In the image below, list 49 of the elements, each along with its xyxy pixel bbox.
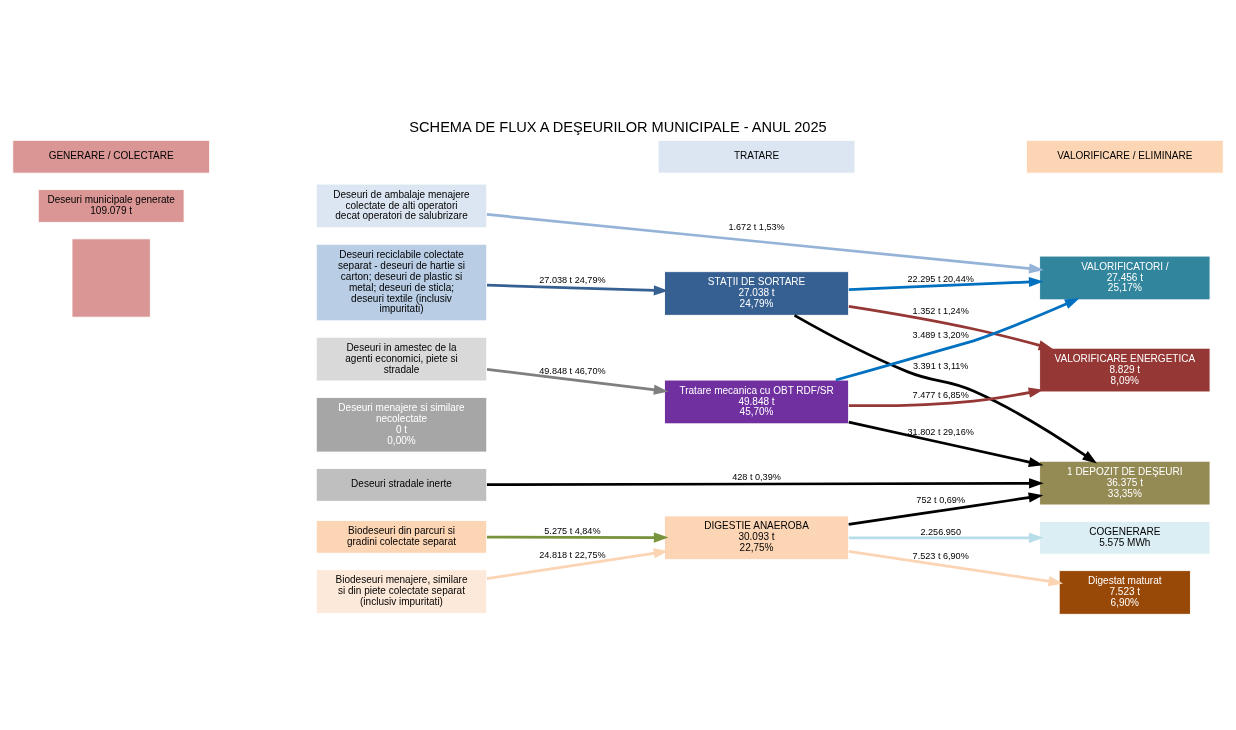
- arrow: [486, 367, 669, 395]
- node-box: Tratare mecanica cu OBT RDF/SR 49.848 t 45,70%: [664, 379, 850, 424]
- arrow: [835, 297, 1080, 381]
- edge-label: 7.523 t 6,90%: [912, 550, 969, 561]
- edge-label: 1.672 t 1,53%: [728, 221, 785, 232]
- node-box: VALORIFICARE ENERGETICA 8.829 t 8,09%: [1039, 347, 1211, 392]
- arrow: [793, 313, 1097, 463]
- edge-label: 49.848 t 46,70%: [539, 365, 606, 376]
- arrow: [848, 276, 1044, 291]
- edge-label: 3.489 t 3,20%: [912, 329, 969, 340]
- arrow: [848, 492, 1044, 526]
- edge-label: 2.256.950: [920, 526, 961, 537]
- edge-label: 3.391 t 3,11%: [912, 360, 969, 371]
- node-box: COGENERARE 5.575 MWh: [1039, 520, 1211, 555]
- arrow: [487, 531, 669, 543]
- node-box: GENERARE / COLECTARE: [12, 139, 211, 174]
- node-box: Deseuri stradale inerte: [315, 467, 488, 502]
- arrow: [486, 212, 1044, 274]
- edge-label: 752 t 0,69%: [916, 494, 965, 505]
- node-box: Deseuri reciclabile colectate separat - deseuri de hartie si carton; deseuri de plastic si metal; deseuri de sticla; deseuri textile (inclusiv impuritati): [315, 243, 488, 321]
- edge-label: 22.295 t 20,44%: [907, 273, 974, 284]
- arrow: [848, 387, 1044, 407]
- node-box: STAŢII DE SORTARE 27.038 t 24,79%: [664, 270, 850, 316]
- edge-label: 24.818 t 22,75%: [539, 549, 606, 560]
- arrow: [848, 304, 1054, 350]
- node-box: VALORIFICATORI / 27.456 t 25,17%: [1039, 255, 1211, 300]
- node-box: Deseuri menajere si similare necolectate 0 t 0,00%: [315, 396, 488, 453]
- node-box: Deseuri municipale generate 109.079 t: [37, 188, 185, 223]
- node-box: DIGESTIE ANAEROBA 30.093 t 22,75%: [664, 514, 850, 560]
- node-box: Biodeseuri din parcuri si gradini colectate separat: [315, 519, 488, 554]
- edge-label: 5.275 t 4,84%: [544, 525, 601, 536]
- node-box: Digestat maturat 7.523 t 6,90%: [1058, 569, 1191, 615]
- node-box: [71, 237, 151, 318]
- node-box: Biodeseuri menajere, similare si din piete colectate separat (inclusiv impuritati): [315, 568, 488, 614]
- edge-label: 428 t 0,39%: [732, 471, 781, 482]
- diagram-title: SCHEMA DE FLUX A DEŞEURILOR MUNICIPALE - ANUL 2025: [409, 118, 827, 135]
- arrow: [486, 477, 1044, 488]
- arrow: [848, 532, 1044, 543]
- edge-label: 7.477 t 6,85%: [912, 389, 969, 400]
- node-box: VALORIFICARE / ELIMINARE: [1025, 139, 1224, 174]
- arrow: [848, 549, 1064, 586]
- edge-label: 1.352 t 1,24%: [912, 305, 969, 316]
- arrow: [848, 420, 1044, 467]
- edge-label: 27.038 t 24,79%: [539, 274, 606, 285]
- node-box: TRATARE: [657, 139, 856, 174]
- edge-label: 31.802 t 29,16%: [907, 426, 974, 437]
- node-box: 1 DEPOZIT DE DEŞEURI 36.375 t 33,35%: [1039, 460, 1211, 505]
- node-box: Deseuri in amestec de la agenti economici, piete si stradale: [315, 336, 488, 381]
- node-box: Deseuri de ambalaje menajere colectate de alti operatori decat operatori de salubrizare: [315, 183, 488, 228]
